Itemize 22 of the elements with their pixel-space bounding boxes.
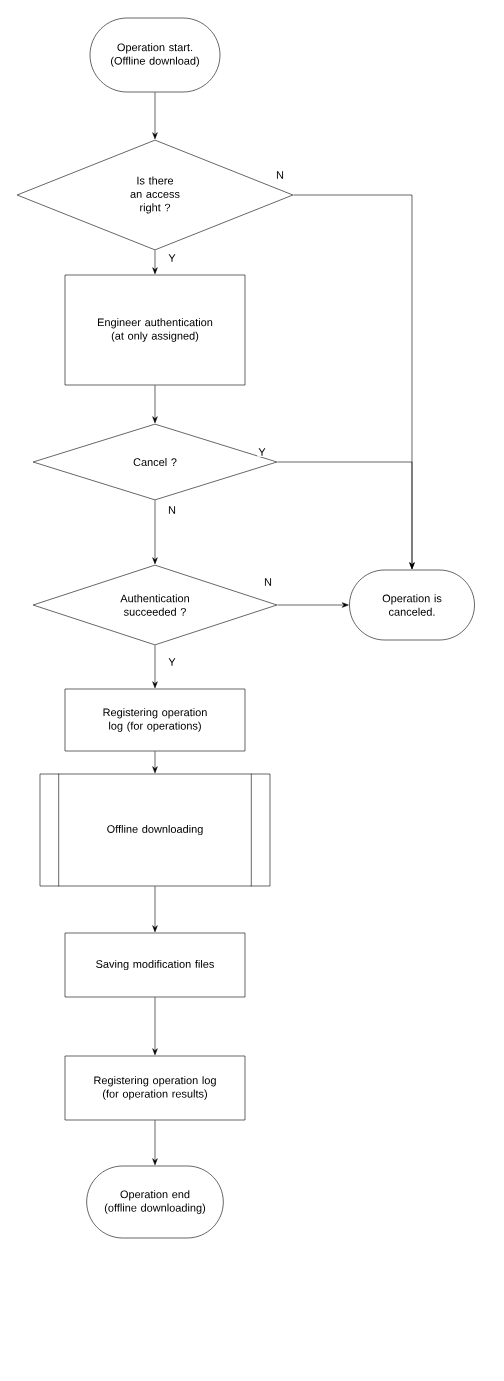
process-box: Registering operation log (for operations) (64, 688, 246, 752)
predefined-process-box: Offline downloading (39, 773, 271, 887)
process-box: Saving modification files (64, 932, 246, 998)
edge-label: N (263, 577, 273, 587)
edge-label: N (275, 170, 285, 180)
arrow (152, 997, 158, 1056)
arrow (152, 886, 158, 933)
edge-label: Y (257, 447, 267, 457)
edge-label: Y (167, 253, 177, 263)
arrow (277, 602, 349, 608)
arrow (152, 92, 158, 140)
edge-label: N (167, 505, 177, 515)
arrow (152, 1120, 158, 1166)
edge-label: Y (167, 657, 177, 667)
arrow (152, 751, 158, 774)
process-box: Registering operation log (for operation results) (64, 1055, 246, 1121)
arrow (152, 385, 158, 424)
arrow (152, 500, 158, 565)
process-box: Engineer authentication (at only assigned) (64, 274, 246, 386)
arrow (152, 645, 158, 689)
arrow (152, 250, 158, 275)
arrow (277, 461, 415, 570)
